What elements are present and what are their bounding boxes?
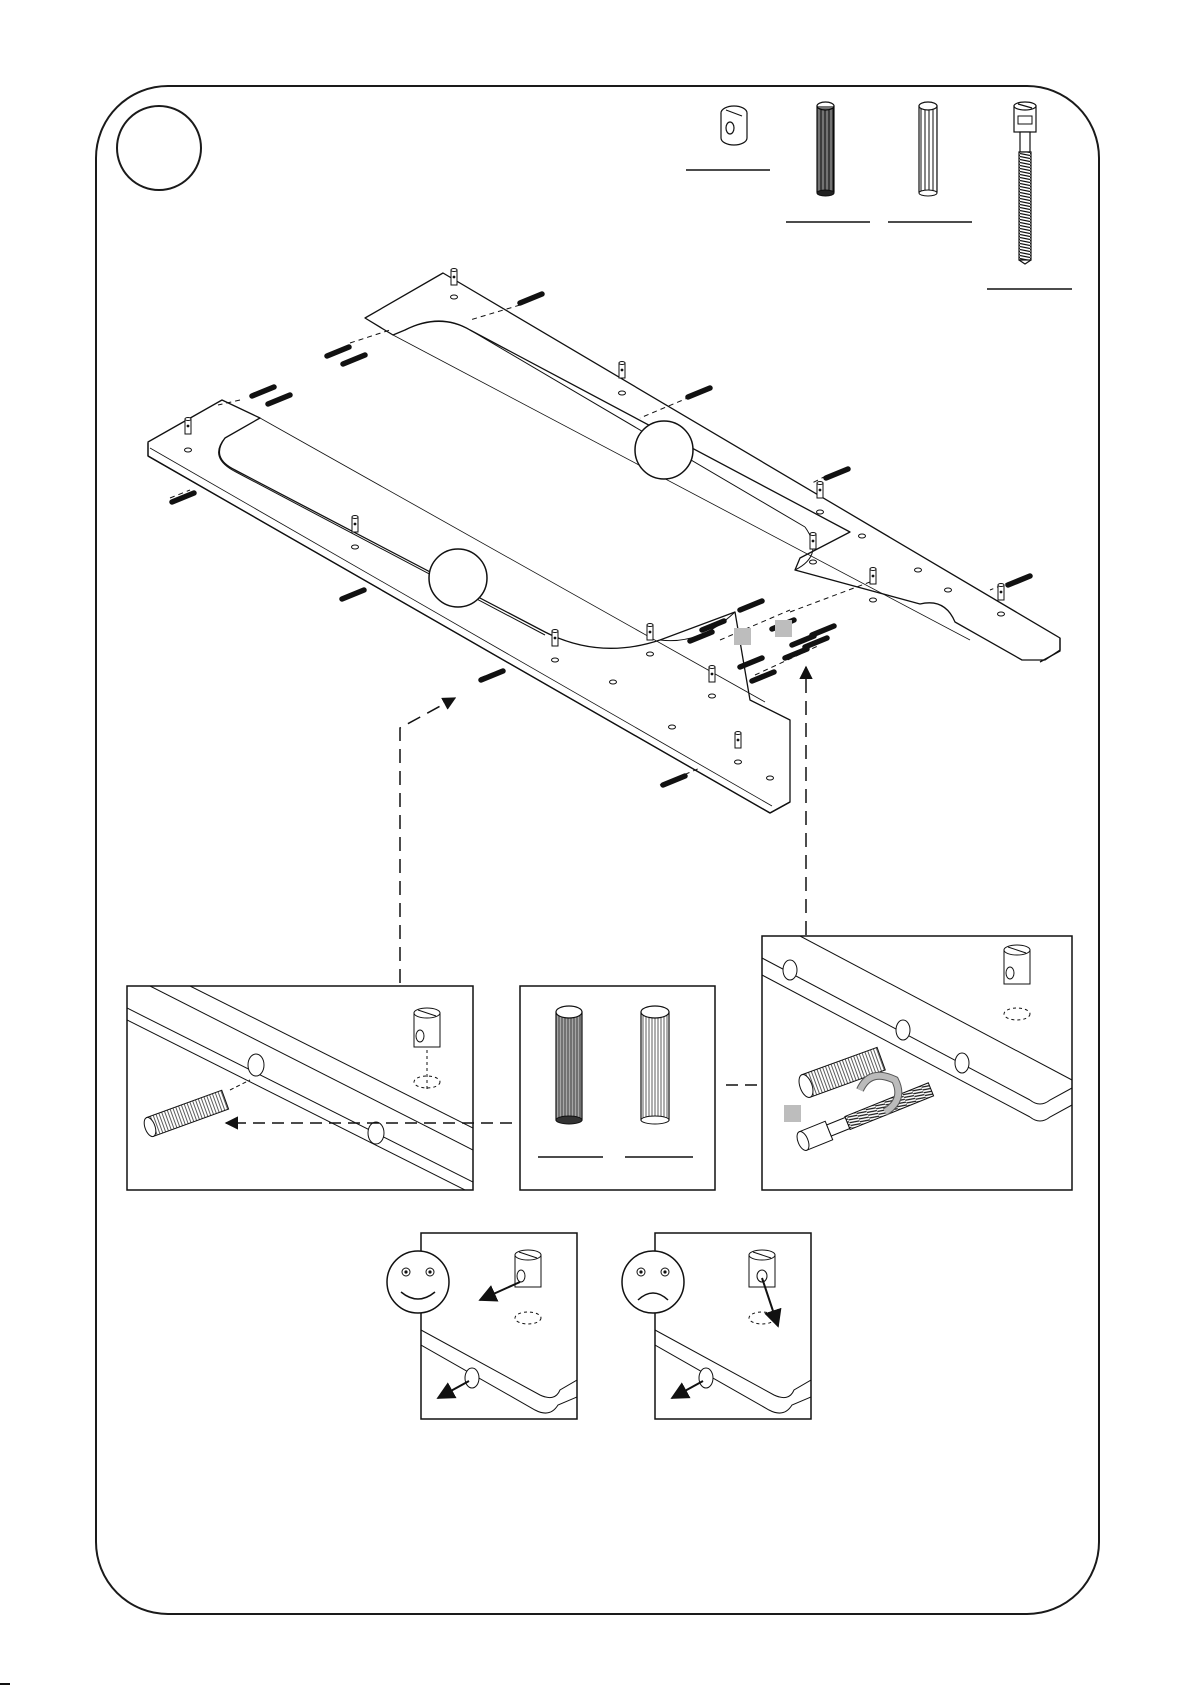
smiley-face-icon: [387, 1251, 449, 1313]
dowel-dark-icon: [817, 102, 834, 196]
dowel-light-detail-icon: [641, 1006, 669, 1124]
frame-bubble-front-rail: [429, 549, 487, 607]
dowel-light-icon: [919, 102, 937, 196]
bolt-detail-tag: [784, 1105, 801, 1122]
step-number-badge: [117, 106, 201, 190]
cam-bolt-nut-icon: [721, 106, 747, 145]
detail-panel-bolt-insert: [762, 936, 1072, 1190]
detail-panel-dowel-types: [520, 986, 715, 1190]
page-frame: [96, 86, 1099, 1614]
part-tag-left: [734, 628, 751, 645]
frame-bubble-back-rail: [635, 421, 693, 479]
detail-panel-dowel-insert: [127, 986, 473, 1194]
frowning-face-icon: [622, 1251, 684, 1313]
part-tag-right: [775, 620, 792, 637]
dowel-dark-detail-icon: [556, 1006, 582, 1124]
